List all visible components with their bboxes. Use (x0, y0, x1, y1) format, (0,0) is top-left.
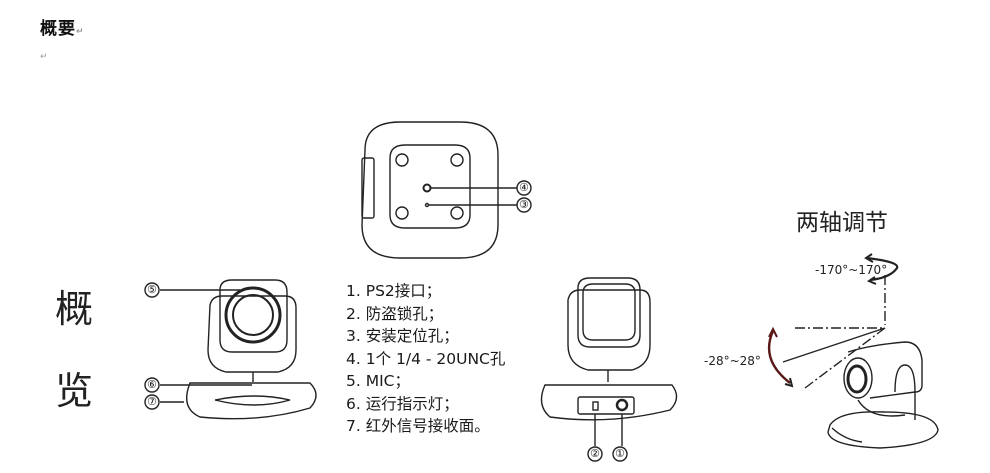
legend-item: 2. 防盗锁孔； (346, 304, 444, 323)
section-heading: 概要↵ (40, 14, 85, 39)
legend-item: 4. 1个 1/4 - 20UNC孔 (346, 349, 506, 368)
front-view-drawing (144, 279, 317, 420)
callout-4: ④ (519, 181, 529, 194)
paragraph-mark: ↵ (76, 27, 85, 37)
callout-3: ③ (519, 198, 529, 211)
callout-1: ① (615, 447, 625, 460)
side-title-char-2: 览 (55, 369, 94, 413)
component-legend: 1. PS2接口； 2. 防盗锁孔； 3. 安装定位孔； 4. 1个 1/4 -… (346, 280, 505, 438)
callout-7: ⑦ (147, 395, 157, 408)
legend-item: 3. 安装定位孔； (346, 327, 459, 345)
axis-adjust-title: 两轴调节 (796, 210, 888, 236)
callout-6: ⑥ (147, 378, 157, 391)
pan-range-label: -170°~170° (815, 263, 888, 277)
heading-text: 概要 (40, 19, 76, 39)
legend-item: 1. PS2接口； (346, 282, 442, 300)
legend-item: 6. 运行指示灯； (346, 394, 459, 413)
axis-adjust-drawing (767, 253, 939, 449)
back-view-drawing (540, 277, 678, 462)
paragraph-mark: ↵ (40, 52, 48, 62)
tilt-range-label: -28°~28° (704, 354, 761, 368)
side-title-char-1: 概 (55, 287, 94, 331)
bottom-view-drawing (361, 121, 532, 259)
legend-item: 7. 红外信号接收面。 (346, 417, 490, 435)
callout-5: ⑤ (147, 283, 157, 296)
callout-2: ② (590, 447, 600, 460)
legend-item: 5. MIC； (346, 372, 410, 390)
